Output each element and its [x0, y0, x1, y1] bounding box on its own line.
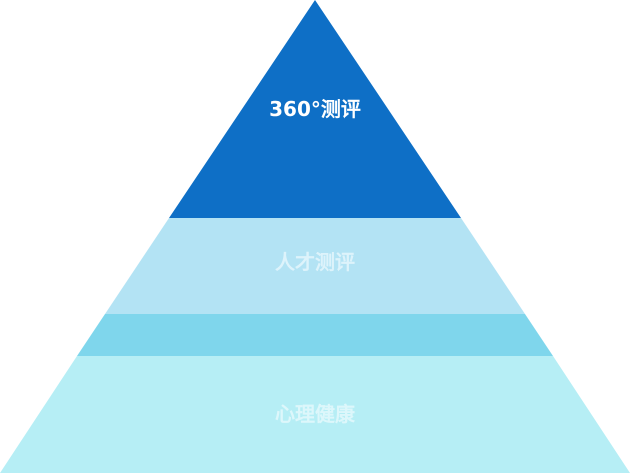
pyramid-label-top: 360°测评 [269, 97, 361, 121]
pyramid-level-top [169, 0, 461, 218]
pyramid-level-band [77, 314, 553, 356]
pyramid-label-middle: 人才测评 [275, 250, 355, 274]
pyramid-level-middle [105, 218, 525, 314]
pyramid-label-bottom: 心理健康 [275, 402, 355, 426]
pyramid-level-bottom [0, 356, 630, 473]
